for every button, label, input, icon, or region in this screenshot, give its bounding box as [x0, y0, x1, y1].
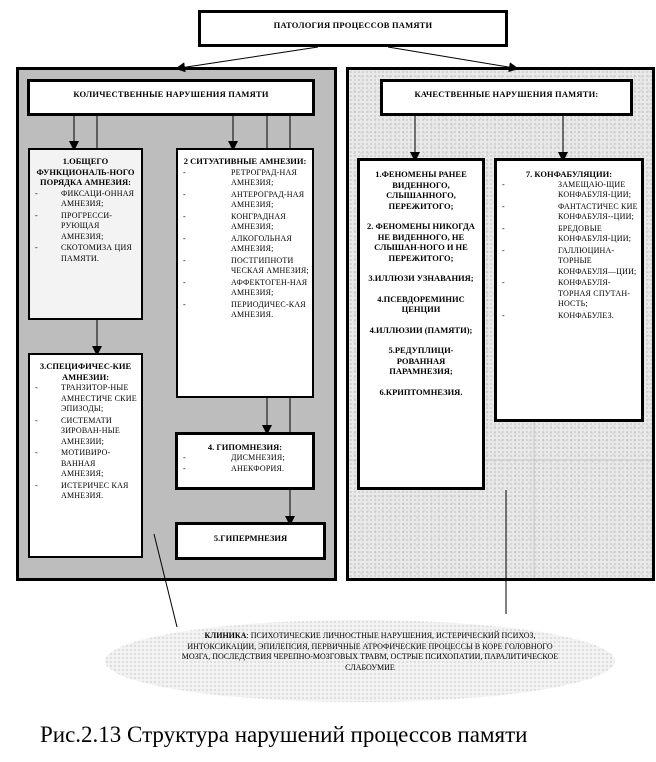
qualitative-title: КАЧЕСТВЕННЫЕ НАРУШЕНИЯ ПАМЯТИ:	[414, 89, 599, 99]
root-box: ПАТОЛОГИЯ ПРОЦЕССОВ ПАМЯТИ	[198, 10, 508, 47]
list-item: КОНФАБУЛЯ-ТОРНАЯ СПУТАН-НОСТЬ;	[500, 278, 638, 310]
hypermnesia-title: 5.ГИПЕРМНЕЗИЯ	[213, 533, 288, 543]
list-item: ПЕРИОДИЧЕС-КАЯ АМНЕЗИЯ.	[181, 300, 309, 321]
list-item: ПОСТГИПНОТИ ЧЕСКАЯ АМНЕЗИЯ;	[181, 256, 309, 277]
clinic-description: : ПСИХОТИЧЕСКИЕ ЛИЧНОСТНЫЕ НАРУШЕНИЯ, ИС…	[181, 631, 559, 672]
clinic-text: КЛИНИКА: ПСИХОТИЧЕСКИЕ ЛИЧНОСТНЫЕ НАРУШЕ…	[175, 631, 565, 673]
list-item: ТРАНЗИТОР-НЫЕ АМНЕСТИЧЕ СКИЕ ЭПИЗОДЫ;	[33, 383, 138, 415]
general-amnesia-box: 1.ОБЩЕГО ФУНКЦИОНАЛЬ-НОГО ПОРЯДКА АМНЕЗИ…	[28, 148, 143, 320]
confabulations-title: 7. КОНФАБУЛЯЦИИ:	[525, 169, 613, 179]
paramnesia-box: 1.ФЕНОМЕНЫ РАНЕЕ ВИДЕННОГО, СЛЫШАННОГО, …	[357, 158, 485, 490]
paramnesia-item: 4.ИЛЛЮЗИИ (ПАМЯТИ);	[369, 324, 473, 335]
confabulations-box: 7. КОНФАБУЛЯЦИИ: ЗАМЕЩАЮ-ЩИЕ КОНФАБУЛЯ-Ц…	[494, 158, 644, 422]
list-item: КОНГРАДНАЯ АМНЕЗИЯ;	[181, 212, 309, 233]
specific-amnesia-title: 3.СПЕЦИФИЧЕС-КИЕ АМНЕЗИИ:	[39, 361, 132, 382]
paramnesia-item: 4.ПСЕВДОРЕМИНИС ЦЕНЦИИ	[377, 293, 465, 315]
list-item: ИСТЕРИЧЕС КАЯ АМНЕЗИЯ.	[33, 481, 138, 502]
list-item: АЛКОГОЛЬНАЯ АМНЕЗИЯ;	[181, 234, 309, 255]
quantitative-title: КОЛИЧЕСТВЕННЫЕ НАРУШЕНИЯ ПАМЯТИ	[73, 89, 269, 99]
list-item: ФИКСАЦИ-ОННАЯ АМНЕЗИЯ;	[33, 189, 138, 210]
list-item: СКОТОМИЗА ЦИЯ ПАМЯТИ.	[33, 243, 138, 264]
paramnesia-item: 6.КРИПТОМНЕЗИЯ.	[379, 386, 463, 397]
paramnesia-item: 3.ИЛЛЮЗИ УЗНАВАНИЯ;	[368, 273, 474, 283]
clinic-label: КЛИНИКА	[204, 631, 247, 640]
list-item: ФАНТАСТИЧЕС КИЕ КОНФАБУЛЯ--ЦИИ;	[500, 202, 638, 223]
list-item: СИСТЕМАТИ ЗИРОВАН-НЫЕ АМНЕЗИИ;	[33, 416, 138, 448]
list-item: МОТИВИРО-ВАННАЯ АМНЕЗИЯ;	[33, 448, 138, 480]
clinic-ellipse	[105, 620, 615, 702]
qualitative-header: КАЧЕСТВЕННЫЕ НАРУШЕНИЯ ПАМЯТИ:	[380, 79, 633, 116]
list-item: ГАЛЛЮЦИНА-ТОРНЫЕ КОНФАБУЛЯ—ЦИИ;	[500, 246, 638, 278]
list-item: АНТЕРОГРАД-НАЯ АМНЕЗИЯ;	[181, 190, 309, 211]
list-item: ПРОГРЕССИ-РУЮЩАЯ АМНЕЗИЯ;	[33, 211, 138, 243]
figure-caption: Рис.2.13 Структура нарушений процессов п…	[40, 722, 528, 747]
list-item: АНЕКФОРИЯ.	[181, 464, 309, 475]
list-item: ЗАМЕЩАЮ-ЩИЕ КОНФАБУЛЯ-ЦИИ;	[500, 180, 638, 201]
hypermnesia-box: 5.ГИПЕРМНЕЗИЯ	[175, 522, 326, 560]
list-item: КОНФАБУЛЕЗ.	[500, 311, 638, 322]
situational-amnesia-title: 2 СИТУАТИВНЫЕ АМНЕЗИИ:	[183, 156, 307, 166]
paramnesia-item: 1.ФЕНОМЕНЫ РАНЕЕ ВИДЕННОГО, СЛЫШАННОГО, …	[375, 169, 467, 211]
paramnesia-item: 2. ФЕНОМЕНЫ НИКОГДА НЕ ВИДЕННОГО, НЕ СЛЫ…	[367, 221, 475, 263]
list-item: БРЕДОВЫЕ КОНФАБУЛЯ-ЦИИ;	[500, 224, 638, 245]
situational-amnesia-box: 2 СИТУАТИВНЫЕ АМНЕЗИИ: РЕТРОГРАД-НАЯ АМН…	[176, 148, 314, 398]
list-item: АФФЕКТОГЕН-НАЯ АМНЕЗИЯ;	[181, 278, 309, 299]
quantitative-header: КОЛИЧЕСТВЕННЫЕ НАРУШЕНИЯ ПАМЯТИ	[27, 79, 315, 116]
hypomnesia-box: 4. ГИПОМНЕЗИЯ: ДИСМНЕЗИЯ; АНЕКФОРИЯ.	[175, 432, 315, 490]
specific-amnesia-box: 3.СПЕЦИФИЧЕС-КИЕ АМНЕЗИИ: ТРАНЗИТОР-НЫЕ …	[28, 353, 143, 558]
list-item: ДИСМНЕЗИЯ;	[181, 453, 309, 464]
root-title: ПАТОЛОГИЯ ПРОЦЕССОВ ПАМЯТИ	[273, 20, 433, 30]
list-item: РЕТРОГРАД-НАЯ АМНЕЗИЯ;	[181, 168, 309, 189]
general-amnesia-title: 1.ОБЩЕГО ФУНКЦИОНАЛЬ-НОГО ПОРЯДКА АМНЕЗИ…	[36, 156, 135, 187]
hypomnesia-title: 4. ГИПОМНЕЗИЯ:	[207, 442, 283, 452]
paramnesia-item: 5.РЕДУПЛИЦИ-РОВАННАЯ ПАРАМНЕЗИЯ;	[388, 345, 454, 376]
